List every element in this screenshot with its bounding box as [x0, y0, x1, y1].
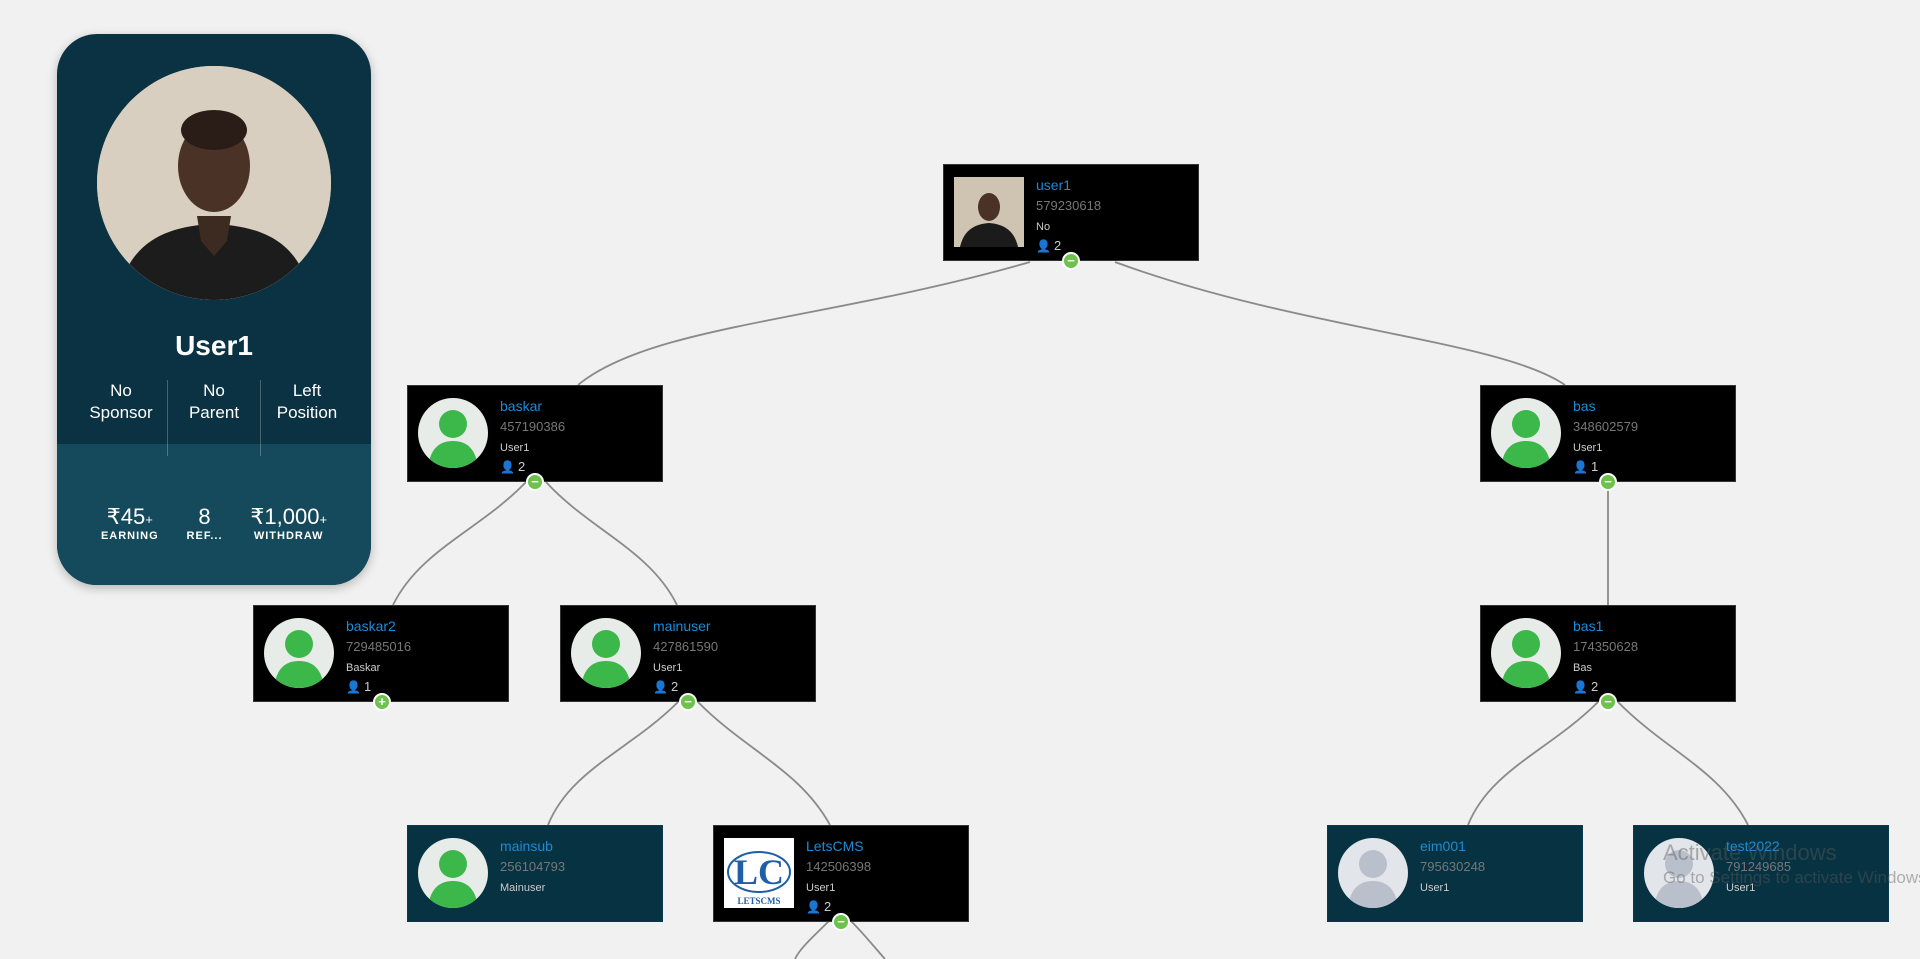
green-user-icon: [1491, 398, 1561, 468]
profile-avatar: [97, 66, 331, 300]
figure-earning: ₹45+ EARNING: [100, 504, 159, 542]
profile-figures: ₹45+ EARNING 8 REF... ₹1,000+ WITHDRAW: [87, 504, 341, 542]
link-user1-baskar: [577, 261, 1031, 386]
tree-node-bas[interactable]: bas 348602579 User1 👤1: [1480, 385, 1736, 482]
node-parent: User1: [806, 882, 836, 894]
node-parent: User1: [1420, 882, 1450, 894]
stat-sponsor: No Sponsor: [75, 380, 168, 456]
collapse-toggle-baskar[interactable]: −: [526, 473, 544, 491]
link-user1-bas: [1114, 261, 1566, 386]
node-count: 👤2: [1036, 238, 1062, 253]
node-id: 348602579: [1573, 419, 1639, 434]
user-count-icon: 👤: [500, 460, 515, 474]
tree-node-test2022[interactable]: test2022 791249685 User1: [1633, 825, 1889, 922]
figure-referrals: 8 REF...: [186, 504, 223, 542]
user-count-icon: 👤: [1573, 460, 1588, 474]
link-mainuser-mainsub: [547, 701, 679, 826]
node-id: 579230618: [1036, 198, 1102, 213]
user-count-icon: 👤: [653, 680, 668, 694]
node-name[interactable]: LetsCMS: [806, 838, 864, 854]
node-count: 👤2: [500, 459, 526, 474]
collapse-toggle-letscms[interactable]: −: [832, 913, 850, 931]
tree-node-baskar[interactable]: baskar 457190386 User1 👤2: [407, 385, 663, 482]
green-user-icon: [264, 618, 334, 688]
green-user-icon: [571, 618, 641, 688]
profile-card: User1 No Sponsor No Parent Left Position…: [57, 34, 371, 585]
svg-text:LC: LC: [734, 852, 784, 892]
user-count-icon: 👤: [1036, 239, 1051, 253]
node-name[interactable]: baskar2: [346, 618, 396, 634]
node-name[interactable]: bas: [1573, 398, 1596, 414]
stat-parent: No Parent: [168, 380, 261, 456]
node-parent: User1: [1573, 442, 1603, 454]
node-parent: User1: [653, 662, 683, 674]
collapse-toggle-bas[interactable]: −: [1599, 473, 1617, 491]
letscms-logo-icon: LC LETSCMS: [724, 838, 794, 908]
collapse-toggle-bas1[interactable]: −: [1599, 693, 1617, 711]
figure-withdraw: ₹1,000+ WITHDRAW: [250, 504, 328, 542]
green-user-icon: [418, 398, 488, 468]
link-letscms-child-right: [849, 919, 886, 959]
tree-node-baskar2[interactable]: baskar2 729485016 Baskar 👤1: [253, 605, 509, 702]
node-parent: No: [1036, 221, 1051, 233]
node-name[interactable]: user1: [1036, 177, 1072, 193]
grey-user-icon: [1338, 838, 1408, 908]
node-id: 142506398: [806, 859, 872, 874]
node-count: 👤2: [653, 679, 679, 694]
activate-windows-title: Activate Windows: [1663, 840, 1837, 865]
tree-node-eim001[interactable]: eim001 795630248 User1: [1327, 825, 1583, 922]
collapse-toggle-user1[interactable]: −: [1062, 252, 1080, 270]
node-id: 791249685: [1726, 859, 1792, 874]
tree-node-letscms[interactable]: LC LETSCMS LetsCMS 142506398 User1 👤2: [713, 825, 969, 922]
node-count: 👤2: [806, 899, 832, 914]
node-name[interactable]: eim001: [1420, 838, 1466, 854]
collapse-toggle-mainuser[interactable]: −: [679, 693, 697, 711]
green-user-icon: [418, 838, 488, 908]
node-count: 👤2: [1573, 679, 1599, 694]
tree-node-mainsub[interactable]: mainsub 256104793 Mainuser: [407, 825, 663, 922]
node-name[interactable]: mainuser: [653, 618, 711, 634]
link-baskar-baskar2: [392, 481, 527, 606]
node-id: 427861590: [653, 639, 719, 654]
svg-text:LETSCMS: LETSCMS: [737, 896, 780, 906]
link-letscms-child-left: [794, 919, 831, 959]
node-parent: User1: [1726, 882, 1756, 894]
node-id: 256104793: [500, 859, 566, 874]
user-photo-icon: [954, 177, 1024, 247]
expand-toggle-baskar2[interactable]: +: [373, 693, 391, 711]
node-id: 457190386: [500, 419, 566, 434]
node-parent: User1: [500, 442, 530, 454]
tree-node-user1[interactable]: user1 579230618 No 👤2: [943, 164, 1199, 261]
node-parent: Mainuser: [500, 882, 546, 894]
node-parent: Bas: [1573, 662, 1592, 674]
link-baskar-mainuser: [545, 481, 678, 606]
green-user-icon: [1491, 618, 1561, 688]
stat-position: Left Position: [276, 381, 338, 422]
profile-name: User1: [175, 330, 253, 361]
user-count-icon: 👤: [806, 900, 821, 914]
link-bas1-eim001: [1467, 701, 1599, 826]
node-name[interactable]: mainsub: [500, 838, 553, 854]
profile-stats: No Sponsor No Parent Left Position: [75, 380, 353, 456]
node-id: 795630248: [1420, 859, 1486, 874]
node-count: 👤1: [346, 679, 372, 694]
link-mainuser-letscms: [697, 701, 831, 826]
tree-node-bas1[interactable]: bas1 174350628 Bas 👤2: [1480, 605, 1736, 702]
tree-node-mainuser[interactable]: mainuser 427861590 User1 👤2: [560, 605, 816, 702]
node-count: 👤1: [1573, 459, 1599, 474]
node-id: 174350628: [1573, 639, 1639, 654]
node-name[interactable]: baskar: [500, 398, 543, 414]
user-count-icon: 👤: [1573, 680, 1588, 694]
user-count-icon: 👤: [346, 680, 361, 694]
node-name[interactable]: test2022: [1726, 838, 1780, 854]
profile-card-footer: [57, 444, 371, 585]
grey-user-icon: [1644, 838, 1714, 908]
link-bas1-test2022: [1617, 701, 1749, 826]
node-parent: Baskar: [346, 662, 381, 674]
node-id: 729485016: [346, 639, 412, 654]
node-name[interactable]: bas1: [1573, 618, 1604, 634]
activate-windows-subtitle: Go to Settings to activate Windows.: [1663, 868, 1920, 887]
